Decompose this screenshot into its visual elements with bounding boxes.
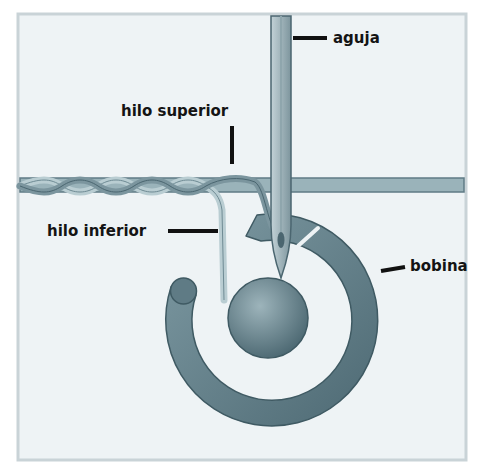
hook-end — [171, 278, 197, 304]
leader-line — [230, 126, 234, 164]
frame — [18, 14, 466, 460]
part-label: hilo inferior — [46, 222, 147, 240]
hook-slot — [298, 228, 318, 246]
leader-line — [293, 36, 327, 40]
needle-groove — [280, 16, 282, 232]
bobbin-hook — [166, 214, 378, 426]
part-label: aguja — [332, 29, 381, 47]
leader-line — [168, 229, 218, 233]
upper-thread — [20, 179, 281, 240]
upper-thread-edge — [20, 179, 281, 240]
bobbin-core — [228, 278, 308, 358]
leader-line — [381, 267, 405, 271]
needle — [271, 16, 291, 278]
part-label: hilo superior — [120, 102, 229, 120]
needle-eye — [278, 232, 285, 248]
part-label: bobina — [409, 257, 469, 275]
